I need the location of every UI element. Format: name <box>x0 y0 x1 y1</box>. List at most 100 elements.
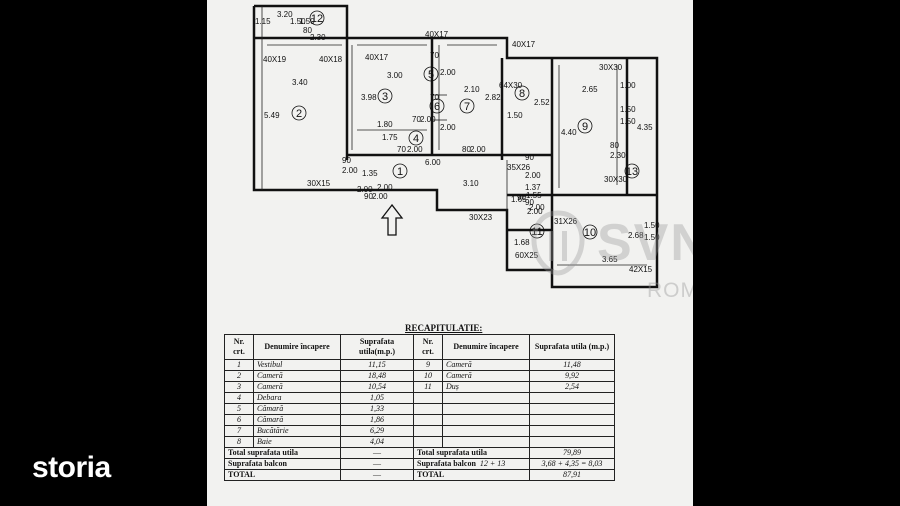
room-number: 11 <box>531 226 542 238</box>
dimension-label: 30X30 <box>604 175 628 184</box>
dimension-label: 31X26 <box>554 217 578 226</box>
table-cell: 9,92 <box>529 370 615 382</box>
recap-title: RECAPITULATIE: <box>405 323 483 333</box>
dimension-label: 2.00 <box>342 166 358 175</box>
table-cell <box>413 436 443 448</box>
table-cell: Debara <box>253 392 341 404</box>
dimension-label: 2.30 <box>610 151 626 160</box>
table-cell: Cămară <box>253 414 341 426</box>
dimension-label: 70 <box>430 93 439 102</box>
room-number: 10 <box>584 227 596 239</box>
dimension-label: 60X25 <box>515 251 539 260</box>
dimension-label: 70 <box>397 145 406 154</box>
room-number-circle <box>309 10 325 26</box>
dimension-label: 40X17 <box>512 40 536 49</box>
room-number: 2 <box>296 108 302 120</box>
total-label: Suprafata balcon <box>224 458 341 470</box>
dimension-label: 30X30 <box>599 63 623 72</box>
table-cell: 9 <box>413 359 443 371</box>
dimension-label: 2.00 <box>372 192 388 201</box>
total-label-text: TOTAL <box>417 470 445 479</box>
table-cell: 4,04 <box>340 436 414 448</box>
dimension-label: 90 <box>525 198 534 207</box>
table-cell: Baie <box>253 436 341 448</box>
col-name: Denumire încapere <box>253 334 341 360</box>
dimension-label: 3.10 <box>463 179 479 188</box>
dimension-label: 80 <box>303 26 312 35</box>
table-cell <box>413 403 443 415</box>
dimension-label: 80 <box>610 141 619 150</box>
total-label-text: Total suprafata utila <box>417 448 487 457</box>
dimension-label: 90 <box>364 192 373 201</box>
table-cell: 10,54 <box>340 381 414 393</box>
total-label: TOTAL <box>224 469 341 481</box>
dimension-label: 3.00 <box>387 71 403 80</box>
outer-wall <box>252 4 659 289</box>
table-cell <box>442 392 530 404</box>
dimension-label: 1.00 <box>620 81 636 90</box>
dimension-label: 2.00 <box>529 203 545 212</box>
storia-logo: storia <box>32 451 111 484</box>
table-cell <box>442 403 530 415</box>
dimension-label: 80 <box>462 145 471 154</box>
dimension-label: 40X17 <box>365 53 389 62</box>
table-cell: Cameră <box>442 370 530 382</box>
dimension-label: 1.75 <box>382 133 398 142</box>
table-cell: 1 <box>224 359 254 371</box>
table-cell: 1,05 <box>340 392 414 404</box>
total-label: TOTAL <box>413 469 530 481</box>
dimension-label: 2.52 <box>534 98 550 107</box>
table-header-row: Nr. crt. Denumire încapere Suprafata uti… <box>224 334 615 360</box>
room-number: 6 <box>434 101 440 113</box>
dimension-label: 35X26 <box>507 163 531 172</box>
dimension-label: 2.00 <box>357 185 373 194</box>
table-cell <box>529 425 615 437</box>
table-cell: Bucătărie <box>253 425 341 437</box>
total-value: 87,91 <box>529 469 615 481</box>
total-value: 3,68 + 4,35 = 8,03 <box>529 458 615 470</box>
dimension-label: 3.40 <box>292 78 308 87</box>
table-cell: 18,48 <box>340 370 414 382</box>
dimension-label: 2.65 <box>582 85 598 94</box>
dimension-label: 64X30 <box>499 81 523 90</box>
dimension-label: 5.49 <box>264 111 280 120</box>
table-cell <box>529 414 615 426</box>
dimension-label: 1.68 <box>514 238 530 247</box>
total-label: Total suprafata utila <box>224 447 341 459</box>
table-cell <box>442 425 530 437</box>
table-cell: 10 <box>413 370 443 382</box>
dimension-label: 2.00 <box>420 115 436 124</box>
dimension-label: 30X15 <box>307 179 331 188</box>
col-name: Denumire încapere <box>442 334 530 360</box>
dimension-label: 40X17 <box>425 30 449 39</box>
dimension-label: 90 <box>525 153 534 162</box>
table-cell: 6 <box>224 414 254 426</box>
room-number: 13 <box>626 166 638 178</box>
dimension-label: 1.37 <box>525 183 541 192</box>
dimension-label: 90 <box>517 193 526 202</box>
room-number: 9 <box>582 121 588 133</box>
dimension-label: 1.50 <box>620 105 636 114</box>
dimension-label: 2.30 <box>310 33 326 42</box>
dimension-label: 90 <box>342 156 351 165</box>
dimension-label: 2.00 <box>470 145 486 154</box>
room-number-circle <box>392 163 408 179</box>
dimension-label: 3.98 <box>361 93 377 102</box>
col-area: Suprafata utila(m.p.) <box>340 334 414 360</box>
dimension-label: 2.82 <box>485 93 501 102</box>
dimension-label: 4.35 <box>637 123 653 132</box>
table-cell: 2 <box>224 370 254 382</box>
table-cell: Duș <box>442 381 530 393</box>
table-cell: 5 <box>224 403 254 415</box>
total-label-text: Suprafata balcon <box>417 459 476 468</box>
room-number-circle <box>291 105 307 121</box>
dimension-label: 1.50 <box>620 117 636 126</box>
